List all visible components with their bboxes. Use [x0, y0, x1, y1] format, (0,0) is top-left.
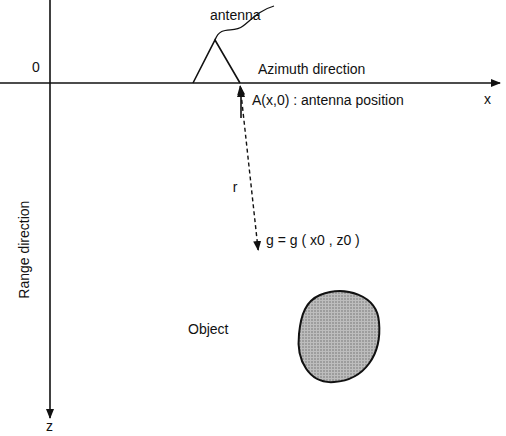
node-label: antenna [210, 8, 261, 23]
axis-title: Azimuth direction [258, 62, 365, 77]
node-outline [170, 250, 385, 390]
distance-line [240, 86, 258, 250]
origin-label: 0 [32, 60, 40, 75]
position-label: A(x,0) : antenna position [252, 93, 404, 108]
azimuth-axis [0, 82, 500, 84]
axis-title: Range direction [17, 201, 32, 299]
axis-letter: z [46, 419, 53, 434]
axis-letter: x [484, 92, 491, 107]
range-axis [49, 0, 51, 418]
distance-label: r [233, 180, 238, 195]
node-label: Object [188, 322, 228, 337]
object-shape: Object [170, 250, 385, 390]
object-function: g = g ( x0 , z0 ) [266, 233, 360, 248]
